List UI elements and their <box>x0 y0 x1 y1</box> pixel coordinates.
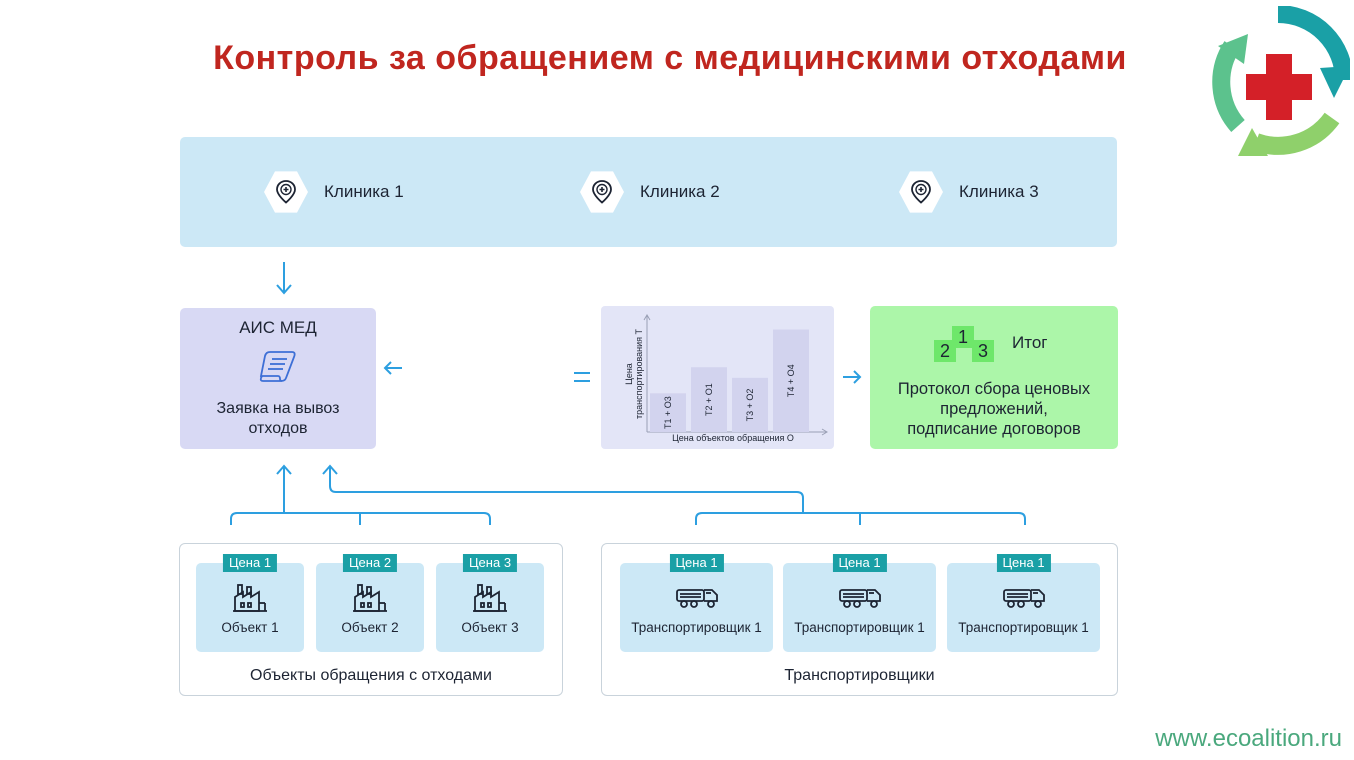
price-chart: Т1 + О3 Т2 + О1 Т3 + О2 Т4 + О4 Цена трансп… <box>601 306 834 449</box>
x-axis-label: Цена объектов обращения О <box>672 433 794 443</box>
clinics-panel: Клиника 1 Клиника 2 Клиника 3 <box>180 137 1117 247</box>
factory-icon <box>233 583 267 618</box>
object-label: Объект 1 <box>221 620 279 635</box>
factory-icon <box>353 583 387 618</box>
bar-label: Т4 + О4 <box>786 364 796 397</box>
clinic-label: Клиника 2 <box>640 182 720 201</box>
clinic-label: Клиника 1 <box>324 182 404 201</box>
chart-bar <box>773 329 809 432</box>
bar-label: Т1 + О3 <box>663 396 673 429</box>
result-title: Итог <box>1012 333 1048 352</box>
truck-icon <box>675 583 719 614</box>
clinic-label: Клиника 3 <box>959 182 1039 201</box>
group-label: Объекты обращения с отходами <box>250 667 492 684</box>
ais-description: Заявка на вывоз отходов <box>180 399 376 439</box>
chart-bar <box>691 367 727 432</box>
price-badge: Цена 1 <box>832 554 887 572</box>
page-title: Контроль за обращением с медицинскими от… <box>213 39 1127 77</box>
object-label: Объект 2 <box>341 620 399 635</box>
truck-icon <box>838 583 882 614</box>
location-plus-icon <box>899 171 943 213</box>
price-badge: Цена 3 <box>462 554 518 572</box>
y-axis-label-line1: Цена <box>624 363 634 385</box>
price-badge: Цена 1 <box>669 554 724 572</box>
carrier-label: Транспортировщик 1 <box>794 620 925 635</box>
price-badge: Цена 1 <box>222 554 278 572</box>
result-description: Протокол сбора ценовых предложений, подп… <box>870 379 1118 439</box>
y-axis-label-line2: транспортирования Т <box>634 329 644 420</box>
ais-text-line: отходов <box>248 420 308 437</box>
clinic-2: Клиника 2 <box>580 170 720 214</box>
carrier-label: Транспортировщик 1 <box>631 620 762 635</box>
website-link[interactable]: www.ecoalition.ru <box>1155 725 1342 752</box>
rank-badge: 1 <box>952 326 974 348</box>
factory-icon <box>473 583 507 618</box>
chart-bar <box>650 393 686 432</box>
carrier-card: Цена 1 Транспортировщик 1 <box>783 554 936 652</box>
object-label: Объект 3 <box>461 620 519 635</box>
location-plus-icon <box>264 171 308 213</box>
object-card: Цена 1 Объект 1 <box>196 554 304 652</box>
ecoalition-logo <box>1208 5 1353 164</box>
bar-label: Т3 + О2 <box>745 389 755 422</box>
chart-canvas: Т1 + О3 Т2 + О1 Т3 + О2 Т4 + О4 Цена трансп… <box>624 314 828 443</box>
price-badge: Цена 1 <box>996 554 1051 572</box>
clinic-3: Клиника 3 <box>899 170 1039 214</box>
carrier-label: Транспортировщик 1 <box>958 620 1089 635</box>
price-badge: Цена 2 <box>342 554 398 572</box>
result-text-line: предложений, <box>940 400 1048 418</box>
bar-label: Т2 + О1 <box>704 383 714 416</box>
ais-text-line: Заявка на вывоз <box>216 400 340 417</box>
document-scroll-icon <box>258 348 298 389</box>
clinic-1: Клиника 1 <box>264 170 404 214</box>
rank-badge: 2 <box>934 340 956 362</box>
carrier-card: Цена 1 Транспортировщик 1 <box>620 554 773 652</box>
result-text-line: подписание договоров <box>907 420 1081 438</box>
ais-title: АИС МЕД <box>239 318 317 337</box>
result-box: 2 1 3 Итог Протокол сбора ценовых предло… <box>870 306 1118 449</box>
truck-icon <box>1002 583 1046 614</box>
group-label: Транспортировщики <box>784 667 935 684</box>
ais-med-box: АИС МЕД Заявка на вывоз отходов <box>180 308 376 449</box>
result-text-line: Протокол сбора ценовых <box>897 380 1091 398</box>
location-plus-icon <box>580 171 624 213</box>
carrier-card: Цена 1 Транспортировщик 1 <box>947 554 1100 652</box>
object-card: Цена 3 Объект 3 <box>436 554 544 652</box>
rank-badge: 3 <box>972 340 994 362</box>
object-card: Цена 2 Объект 2 <box>316 554 424 652</box>
chart-bar <box>732 377 768 432</box>
